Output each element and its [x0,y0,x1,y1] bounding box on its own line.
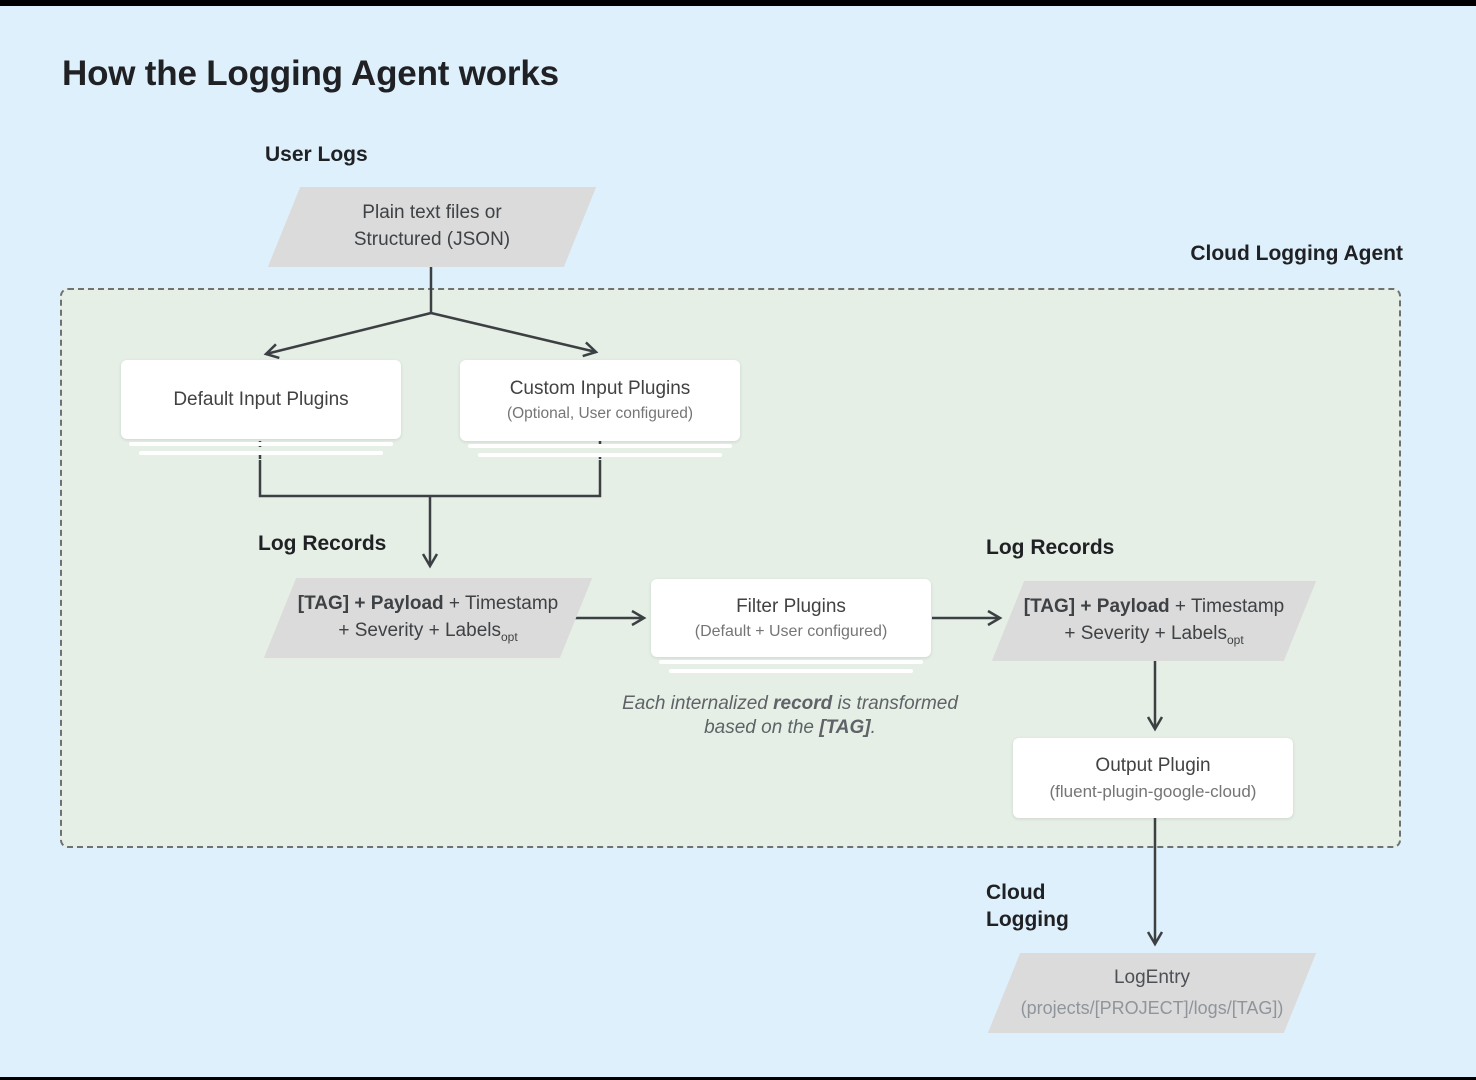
bottom-edge-bar [0,1077,1476,1080]
default-input-plugins-node: Default Input Plugins [121,360,401,439]
filter-plugins-subtitle: (Default + User configured) [694,623,888,641]
output-plugin-node: Output Plugin (fluent-plugin-google-clou… [1013,738,1293,818]
paper-stack-line [468,444,732,448]
log-entry-node: LogEntry (projects/[PROJECT]/logs/[TAG]) [987,953,1317,1033]
output-plugin-subtitle: (fluent-plugin-google-cloud) [1049,781,1257,801]
log-record-line1: [TAG] + Payload + Timestamp [297,593,559,615]
cloud-logging-agent-label: Cloud Logging Agent [1190,242,1403,265]
paper-stack-line [669,669,913,673]
log-record-line1: [TAG] + Payload + Timestamp [1023,596,1285,618]
log-entry-subtitle: (projects/[PROJECT]/logs/[TAG]) [1020,997,1284,1018]
user-logs-line2: Structured (JSON) [353,229,511,250]
log-record-line2: + Severity + Labelsopt [1064,623,1244,647]
user-logs-node: Plain text files or Structured (JSON) [267,187,597,267]
log-record-right-text: [TAG] + Payload + Timestamp + Severity +… [988,581,1320,661]
top-edge-bar [0,0,1476,6]
paper-stack-line [139,451,383,455]
custom-input-plugins-subtitle: (Optional, User configured) [506,405,694,423]
log-entry-title: LogEntry [1113,966,1191,988]
log-record-right-node: [TAG] + Payload + Timestamp + Severity +… [991,581,1317,661]
custom-input-plugins-node: Custom Input Plugins (Optional, User con… [460,360,740,441]
log-record-left-node: [TAG] + Payload + Timestamp + Severity +… [263,578,593,658]
filter-plugins-title: Filter Plugins [736,595,846,617]
user-logs-line1: Plain text files or [362,202,502,224]
user-logs-text: Plain text files or Structured (JSON) [264,187,600,267]
paper-stack-line [129,442,393,446]
paper-stack-line [478,453,722,457]
filter-plugins-node: Filter Plugins (Default + User configure… [651,579,931,657]
log-record-line2: + Severity + Labelsopt [338,620,518,644]
log-entry-text: LogEntry (projects/[PROJECT]/logs/[TAG]) [984,953,1320,1033]
default-input-plugins-title: Default Input Plugins [173,388,349,410]
log-record-left-text: [TAG] + Payload + Timestamp + Severity +… [260,578,596,658]
user-logs-label: User Logs [265,143,368,166]
log-records-right-label: Log Records [986,536,1115,559]
page-title: How the Logging Agent works [62,54,559,93]
output-plugin-title: Output Plugin [1095,754,1211,776]
filter-note: Each internalized record is transformed … [622,693,958,738]
log-records-left-label: Log Records [258,532,387,555]
custom-input-plugins-title: Custom Input Plugins [509,378,691,400]
cloud-logging-label: Cloud Logging [986,881,1069,932]
paper-stack-line [659,660,923,664]
